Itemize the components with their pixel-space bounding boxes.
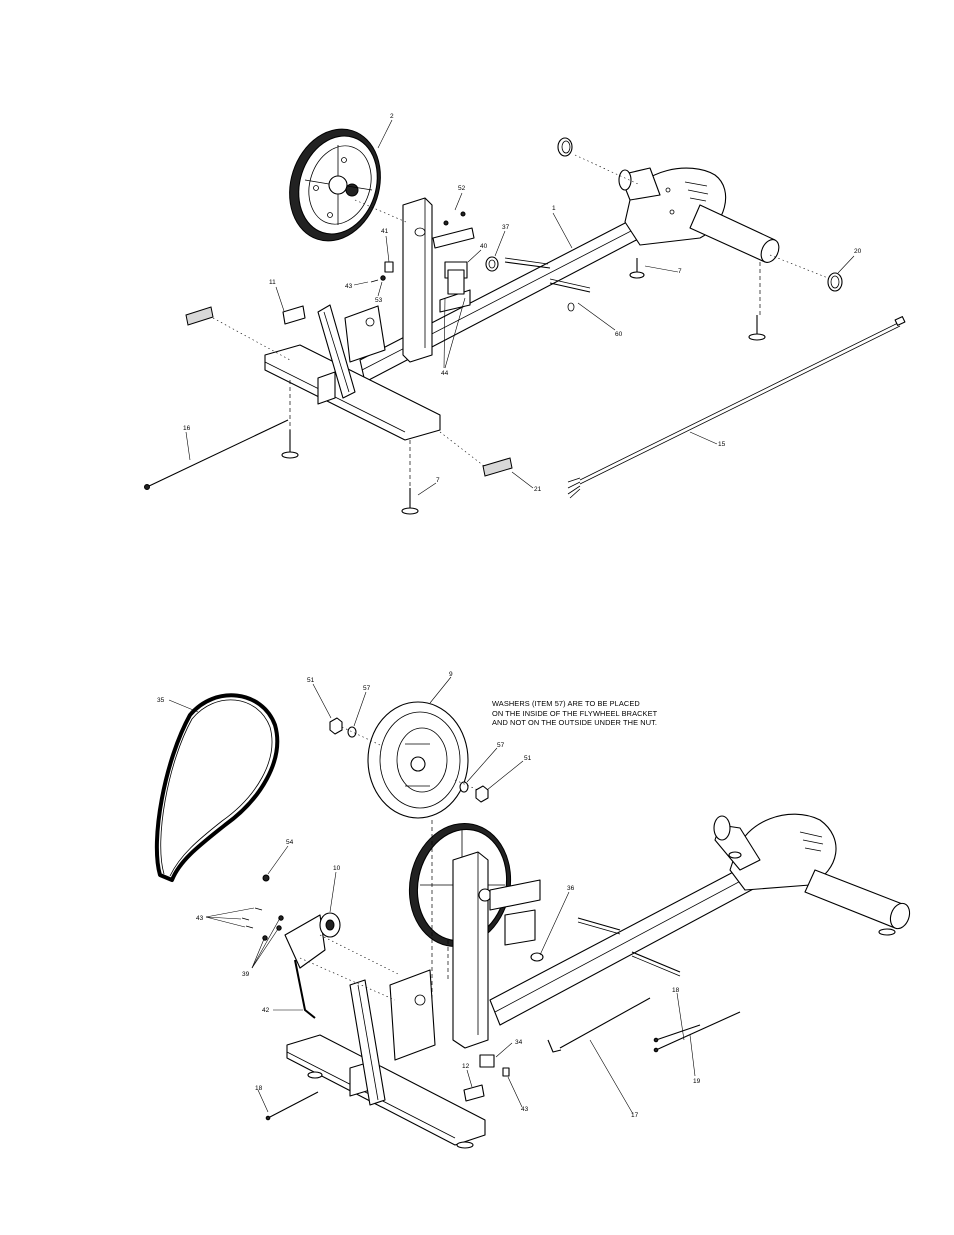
note-line-3: AND NOT ON THE OUTSIDE UNDER THE NUT. (492, 718, 658, 727)
callout-43: 43 (345, 283, 353, 290)
callout-37: 37 (502, 224, 510, 231)
callout-42: 42 (262, 1007, 270, 1014)
callout-54: 54 (286, 839, 294, 846)
callout-51-left: 51 (307, 677, 315, 684)
main-frame-beam-assembled (286, 813, 911, 1149)
upright-post (402, 197, 475, 363)
callout-7-rear: 7 (678, 268, 682, 275)
callout-1: 1 (552, 205, 556, 212)
callout-41: 41 (381, 228, 389, 235)
drive-belt (154, 693, 280, 882)
small-hardware-top (185, 137, 843, 515)
callout-11: 11 (269, 279, 276, 286)
note-line-2: ON THE INSIDE OF THE FLYWHEEL BRACKET (492, 708, 658, 718)
callout-9: 9 (449, 671, 453, 678)
cables-top (144, 316, 906, 499)
callout-34: 34 (515, 1039, 523, 1046)
callout-60: 60 (615, 331, 623, 338)
callout-53: 53 (375, 297, 383, 304)
leader-lines-top (185, 119, 855, 496)
callout-44: 44 (441, 370, 449, 377)
callout-57-left: 57 (363, 685, 371, 692)
top-exploded-view: 2 52 1 37 40 41 43 53 11 20 7 60 44 16 1… (144, 113, 906, 515)
callout-40: 40 (480, 243, 488, 250)
bottom-exploded-view: 35 51 57 9 57 51 54 10 43 39 36 42 18 34… (154, 671, 911, 1149)
callout-36: 36 (567, 885, 575, 892)
small-hardware-bottom (265, 717, 741, 1121)
leader-lines-bottom (168, 676, 696, 1115)
callout-15: 15 (718, 441, 726, 448)
callout-18-left: 18 (255, 1085, 263, 1092)
flywheel-bracket (317, 304, 386, 399)
callout-57-right: 57 (497, 742, 505, 749)
callout-43-bottom: 43 (521, 1106, 529, 1113)
callout-17: 17 (631, 1112, 639, 1119)
callout-10: 10 (333, 865, 341, 872)
callout-2: 2 (390, 113, 394, 120)
callout-52: 52 (458, 185, 466, 192)
callout-20: 20 (854, 248, 862, 255)
callout-21: 21 (534, 486, 542, 493)
callout-51-right: 51 (524, 755, 532, 762)
callout-18-right: 18 (672, 987, 680, 994)
note-line-1: WASHERS (ITEM 57) ARE TO BE PLACED (492, 699, 640, 708)
callout-12: 12 (462, 1063, 470, 1070)
callout-43-left: 43 (196, 915, 204, 922)
idler-bracket (241, 874, 401, 1019)
flywheel (367, 701, 469, 819)
washer-placement-note: WASHERS (ITEM 57) ARE TO BE PLACED ON TH… (492, 699, 657, 728)
callout-19: 19 (693, 1078, 701, 1085)
callout-35: 35 (157, 697, 165, 704)
callout-39: 39 (242, 971, 250, 978)
callout-7-front: 7 (436, 477, 440, 484)
callout-16: 16 (183, 425, 191, 432)
drive-pulley (289, 128, 381, 242)
assembly-lines-top (212, 154, 829, 488)
